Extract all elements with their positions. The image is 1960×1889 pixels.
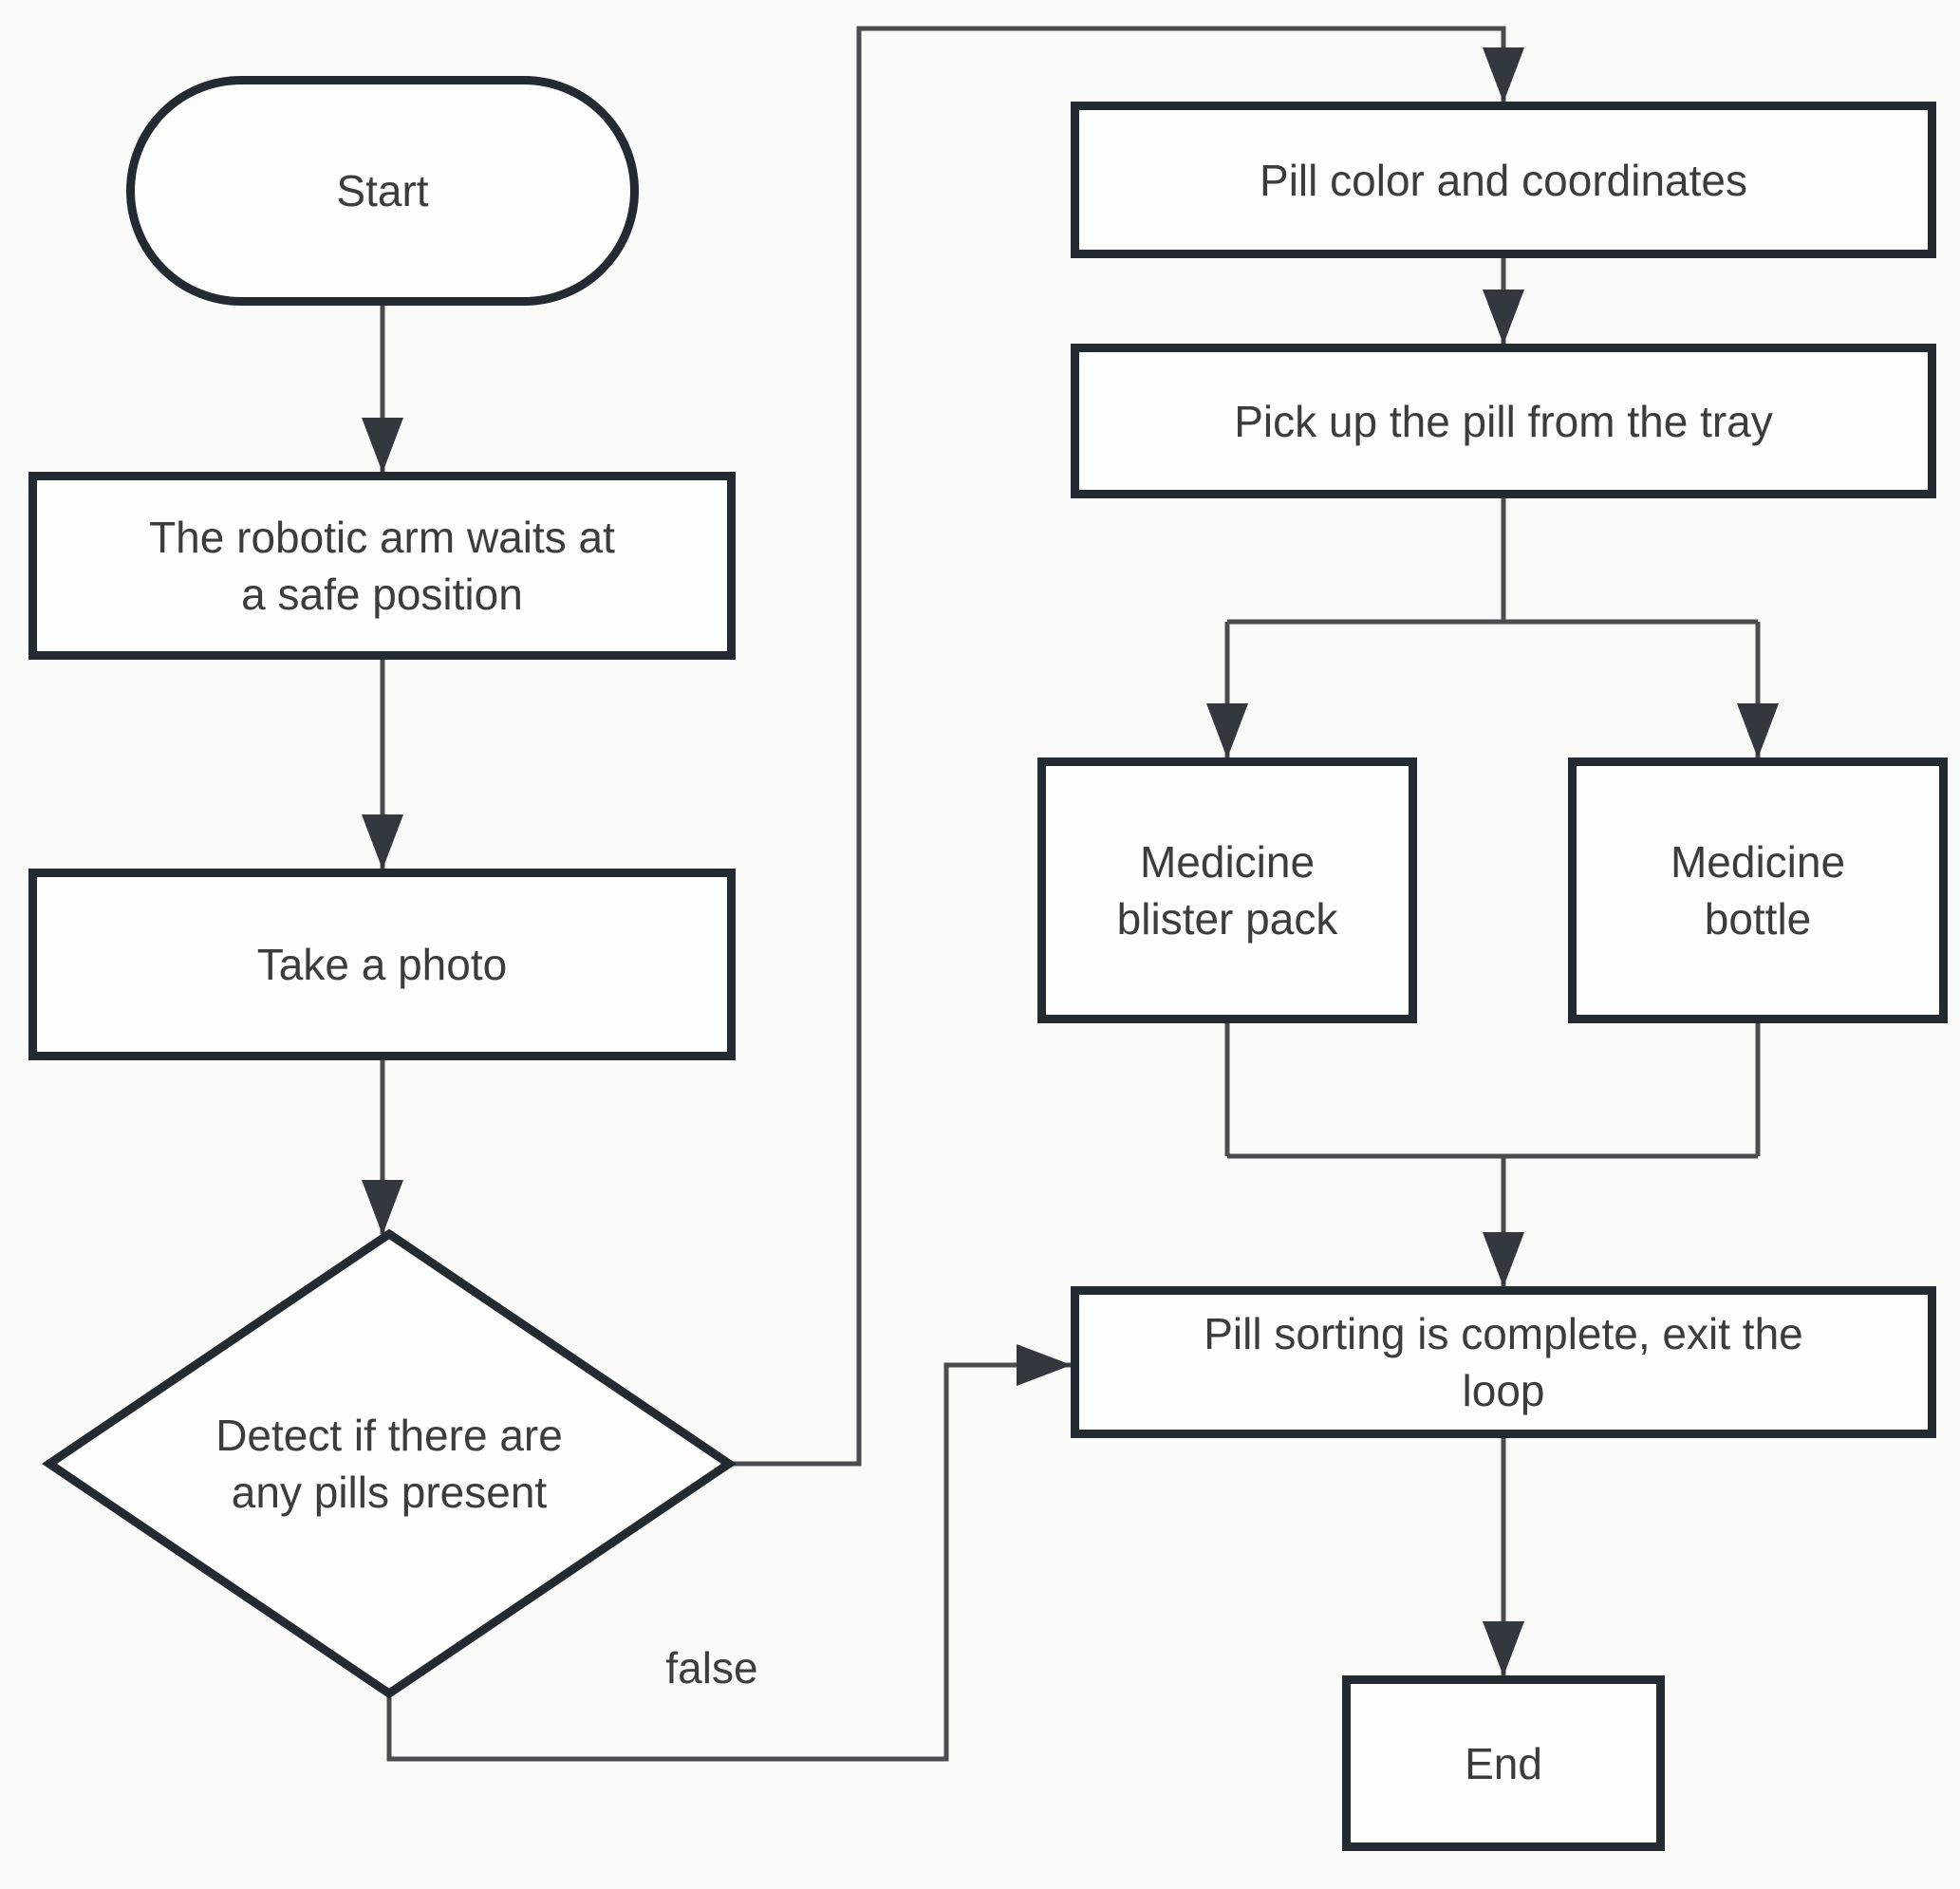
medicine-blister-pack-node: Medicine blister pack: [1037, 757, 1417, 1023]
medicine-blister-line2: blister pack: [1116, 894, 1338, 944]
false-branch-label: false: [588, 1635, 835, 1701]
end-node: End: [1342, 1675, 1665, 1851]
pill-sorting-complete-line1: Pill sorting is complete, exit the: [1204, 1309, 1803, 1358]
pill-color-coordinates-label: Pill color and coordinates: [1260, 155, 1747, 205]
medicine-bottle-node: Medicine bottle: [1568, 757, 1948, 1023]
pill-sorting-complete-line2: loop: [1462, 1366, 1545, 1415]
detect-pills-decision-label: Detect if there are any pills present: [85, 1331, 693, 1597]
robotic-arm-wait-line2: a safe position: [241, 570, 523, 619]
pill-sorting-complete-node: Pill sorting is complete, exit the loop: [1071, 1286, 1936, 1438]
end-label: End: [1465, 1738, 1542, 1788]
robotic-arm-wait-line1: The robotic arm waits at: [149, 513, 615, 562]
medicine-bottle-line2: bottle: [1704, 894, 1812, 944]
false-branch-text: false: [665, 1643, 758, 1693]
edge-detect-false-to-sorting: [386, 1344, 1072, 1762]
start-node: Start: [126, 76, 639, 306]
edge-detect-true-loop: [729, 26, 1524, 1467]
robotic-arm-wait-node: The robotic arm waits at a safe position: [28, 472, 736, 660]
start-label: Start: [336, 166, 429, 215]
pick-up-pill-node: Pick up the pill from the tray: [1071, 344, 1936, 498]
take-photo-label: Take a photo: [256, 940, 508, 989]
pill-color-coordinates-node: Pill color and coordinates: [1071, 102, 1936, 258]
take-photo-node: Take a photo: [28, 869, 736, 1060]
pick-up-pill-label: Pick up the pill from the tray: [1234, 396, 1773, 446]
medicine-bottle-line1: Medicine: [1670, 837, 1846, 887]
detect-pills-line1: Detect if there are: [215, 1411, 563, 1460]
medicine-blister-line1: Medicine: [1139, 837, 1316, 887]
decision-diamond-shape: [41, 1228, 737, 1699]
detect-pills-line2: any pills present: [231, 1468, 548, 1517]
